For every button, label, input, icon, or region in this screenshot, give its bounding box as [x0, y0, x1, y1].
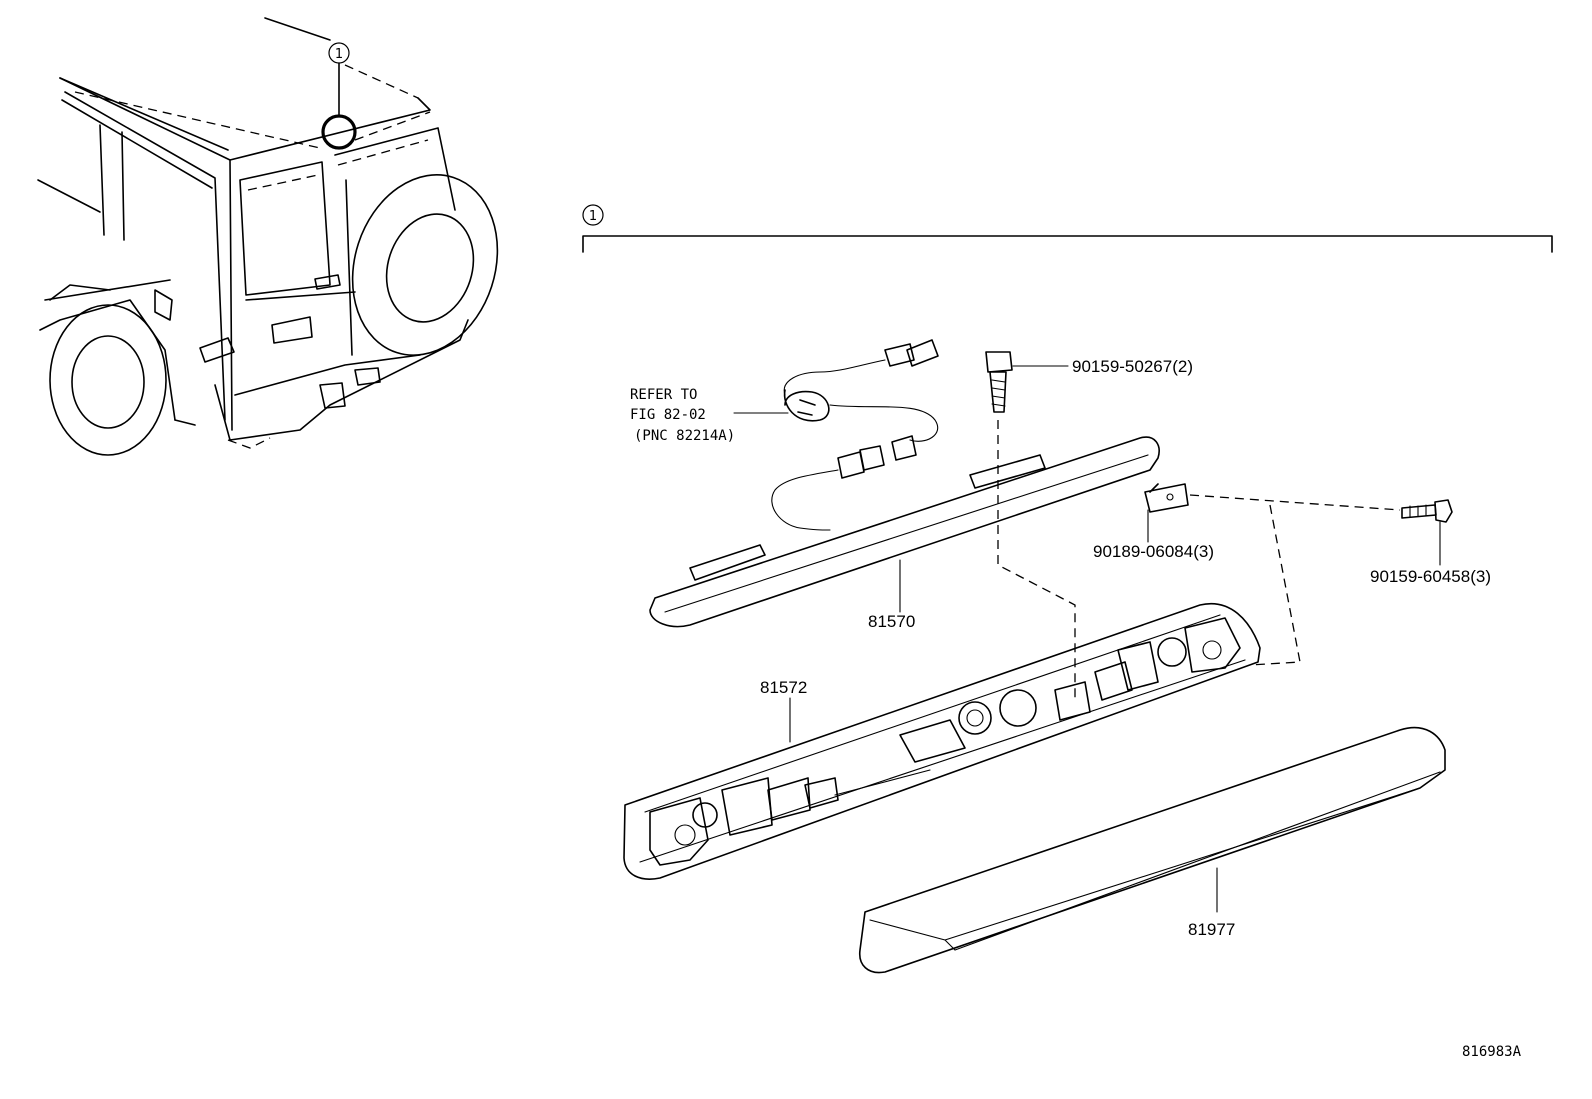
clip-nut-icon [1144, 483, 1189, 543]
vehicle-callout: 1 [328, 42, 350, 64]
bolt-top-icon [985, 351, 1069, 413]
housing-81572 [623, 602, 1261, 880]
bolt-side-icon [1401, 499, 1453, 566]
wire-harness [199, 337, 939, 531]
part-81570: 81570 [868, 612, 915, 631]
refer-line-1: REFER TO [630, 387, 697, 403]
detail-callout-number: 1 [589, 209, 597, 224]
refer-line-3: (PNC 82214A) [634, 428, 735, 444]
illustration-code: 816983A [1462, 1044, 1522, 1060]
cover-81977 [859, 726, 1446, 974]
refer-note: REFER TO FIG 82-02 (PNC 82214A) [630, 387, 789, 444]
detail-bracket: 1 [582, 204, 1553, 253]
vehicle-illustration [37, 17, 499, 456]
vehicle-callout-number: 1 [335, 47, 343, 62]
lens-81570 [649, 436, 1160, 628]
part-90159-50267: 90159-50267(2) [1072, 357, 1193, 376]
part-81977: 81977 [1188, 920, 1235, 939]
location-marker [321, 114, 357, 150]
assembly-lines [997, 420, 1401, 700]
refer-line-2: FIG 82-02 [630, 407, 706, 423]
part-90189-06084: 90189-06084(3) [1093, 542, 1214, 561]
part-90159-60458: 90159-60458(3) [1370, 567, 1491, 586]
part-81572: 81572 [760, 678, 807, 697]
